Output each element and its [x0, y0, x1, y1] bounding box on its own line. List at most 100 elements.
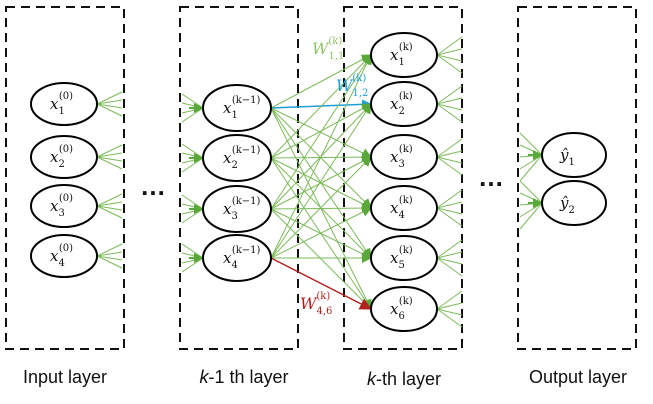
- output-node-label-1: ŷ1: [559, 146, 575, 168]
- input-node-label-2: x2(0): [50, 144, 73, 170]
- kth-out-edge: [436, 54, 463, 62]
- input-node-3: [30, 184, 98, 228]
- kth-out-edge: [436, 48, 463, 56]
- kth-node-label-6: x6(k): [390, 296, 413, 322]
- ellipsis-left: …: [140, 171, 166, 201]
- kth-out-edge: [436, 103, 463, 111]
- prev-kth-edge: [270, 54, 372, 210]
- input-out-edge: [96, 205, 123, 219]
- input-node-2: [30, 135, 98, 179]
- input-out-edge: [96, 103, 123, 117]
- input-out-edge: [96, 255, 123, 261]
- kth-out-edge: [436, 156, 463, 164]
- prev-kth-edge: [270, 207, 372, 259]
- input-layer-box: [5, 6, 125, 350]
- kth-node-label-1: x1(k): [390, 42, 413, 68]
- prev-kth-edge: [270, 54, 372, 109]
- output-in-edge: [519, 132, 543, 156]
- weight-label-4-6: W4,6(k): [300, 291, 332, 317]
- prev-kth-edge: [270, 156, 372, 259]
- nodes: x1(0)x2(0)x3(0)x4(0)x1(k−1)x2(k−1)x3(k−1…: [30, 32, 607, 332]
- output-in-edge: [519, 154, 543, 182]
- kth-out-edge: [436, 207, 463, 215]
- output-in-edge: [519, 192, 543, 204]
- kth-out-edge: [436, 308, 463, 328]
- prev-kth-edge: [270, 103, 372, 159]
- prev-node-4: [202, 234, 272, 282]
- edges: [96, 36, 543, 328]
- kth-node-label-5: x5(k): [390, 245, 413, 271]
- prev-kth-edge: [270, 54, 372, 159]
- output-node-2: [541, 180, 607, 226]
- output-in-edge: [519, 180, 543, 204]
- output-layer-label: Output layer: [529, 367, 627, 387]
- kth-out-edge: [436, 290, 463, 310]
- kth-out-edge: [436, 257, 463, 265]
- input-out-edge: [96, 91, 123, 105]
- kth-out-edge: [436, 257, 463, 277]
- input-out-edge: [96, 201, 123, 207]
- input-out-edge: [96, 156, 123, 170]
- kth-out-edge: [436, 251, 463, 259]
- kth-out-edge: [436, 201, 463, 209]
- kth-out-edge: [436, 103, 463, 123]
- kth-node-2: [370, 81, 438, 127]
- prev-node-label-1: x1(k−1): [223, 95, 261, 121]
- kth-node-1: [370, 32, 438, 78]
- prev-node-label-4: x4(k−1): [223, 245, 261, 271]
- output-in-edge: [519, 202, 543, 230]
- kth-out-edge: [436, 85, 463, 105]
- input-node-label-3: x3(0): [50, 193, 73, 219]
- input-layer-label: Input layer: [23, 367, 107, 387]
- output-in-edge: [519, 144, 543, 156]
- input-out-edge: [96, 251, 123, 257]
- kth-node-6: [370, 286, 438, 332]
- weight-label-1-2: W1,2(k): [336, 73, 368, 99]
- kth-out-edge: [436, 302, 463, 310]
- kth-out-edge: [436, 150, 463, 158]
- kth-out-edge: [436, 308, 463, 316]
- prev-kth-edge: [270, 208, 372, 310]
- weight-labels: W1,1(k)W1,2(k)W4,6(k): [300, 36, 368, 317]
- prev-kth-edge: [270, 103, 372, 259]
- prev-layer-label: k-1 th layer: [199, 367, 288, 387]
- prev-kth-edge: [270, 156, 372, 210]
- output-node-label-2: ŷ2: [559, 194, 575, 216]
- kth-layer-box: [343, 6, 463, 350]
- prev-node-3: [202, 185, 272, 233]
- input-node-4: [30, 234, 98, 278]
- kth-node-label-3: x3(k): [390, 144, 413, 170]
- kth-out-edge: [436, 97, 463, 105]
- input-out-edge: [96, 103, 123, 109]
- prev-layer-box: [179, 6, 299, 350]
- input-node-label-1: x1(0): [50, 91, 73, 117]
- prev-node-2: [202, 134, 272, 182]
- kth-out-edge: [436, 239, 463, 259]
- kth-node-4: [370, 185, 438, 231]
- prev-kth-edge: [270, 203, 372, 214]
- input-node-1: [30, 82, 98, 126]
- kth-node-5: [370, 235, 438, 281]
- input-out-edge: [96, 144, 123, 158]
- kth-node-label-4: x4(k): [390, 195, 413, 221]
- kth-layer-label: k-th layer: [367, 369, 441, 389]
- kth-out-edge: [436, 138, 463, 158]
- input-out-edge: [96, 193, 123, 207]
- weight-edge-4-6: [270, 257, 372, 310]
- input-out-edge: [96, 99, 123, 105]
- output-node-1: [541, 132, 607, 178]
- kth-node-label-2: x2(k): [390, 91, 413, 117]
- kth-out-edge: [436, 156, 463, 176]
- kth-out-edge: [436, 54, 463, 74]
- prev-node-label-3: x3(k−1): [223, 196, 261, 222]
- output-layer-box: [517, 6, 637, 350]
- kth-node-3: [370, 134, 438, 180]
- prev-kth-edge: [270, 54, 372, 259]
- input-out-edge: [96, 255, 123, 269]
- input-out-edge: [96, 152, 123, 158]
- kth-out-edge: [436, 36, 463, 56]
- input-out-edge: [96, 243, 123, 257]
- input-out-edge: [96, 205, 123, 211]
- prev-node-label-2: x2(k−1): [223, 145, 261, 171]
